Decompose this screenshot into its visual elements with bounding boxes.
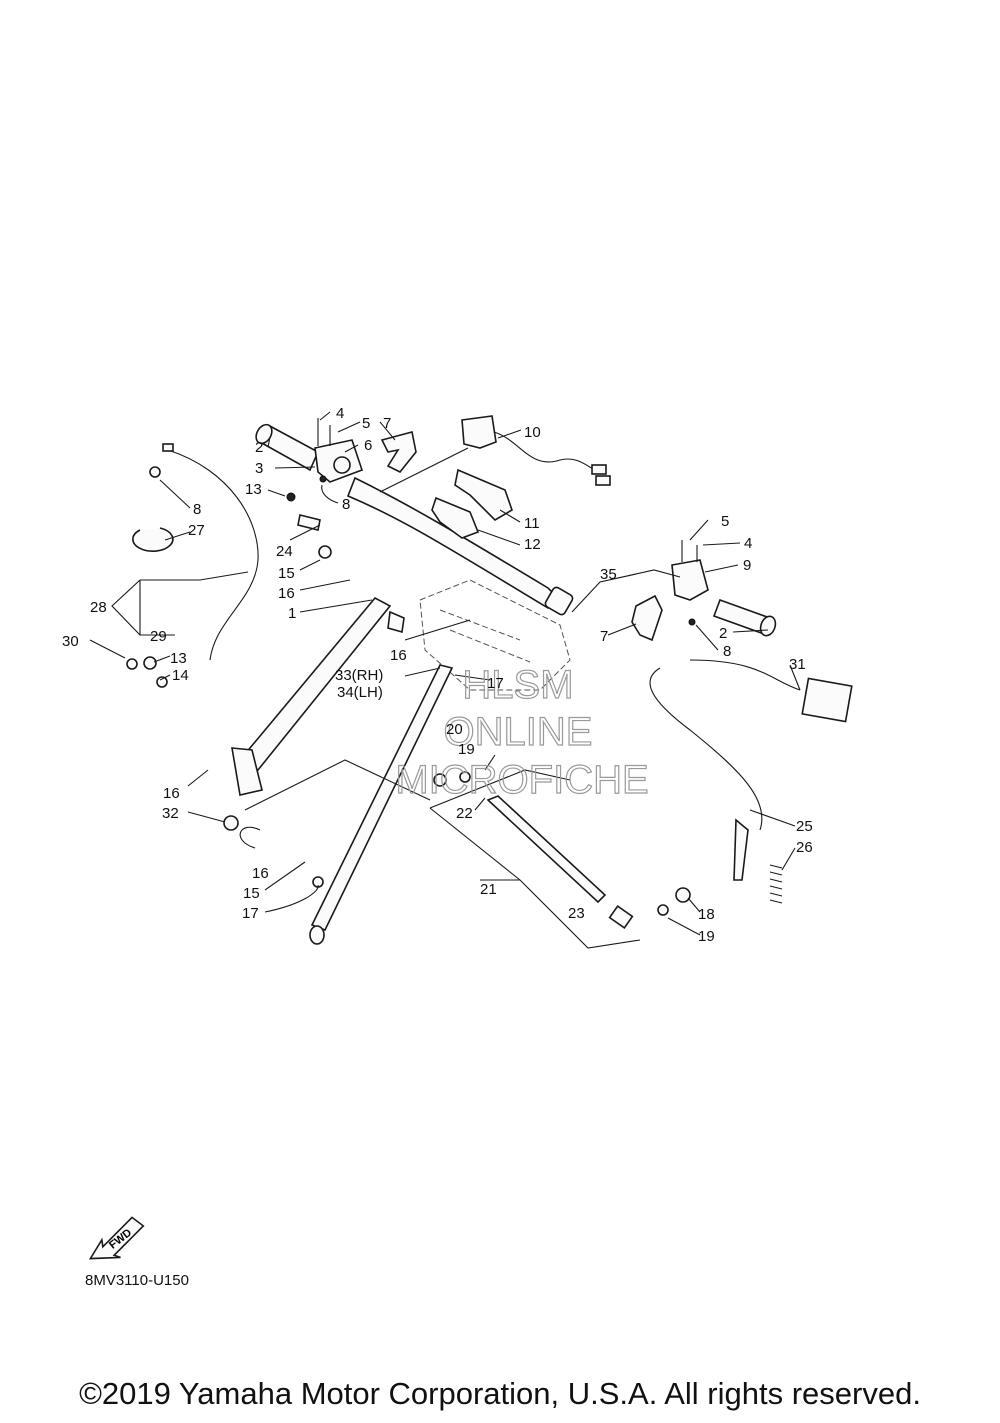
watermark-line-1: HLSM	[462, 663, 573, 707]
right-throttle-housing	[671, 540, 709, 601]
label-part-13: 13	[170, 650, 187, 667]
label-part-10: 10	[524, 424, 541, 441]
label-part-26: 26	[796, 839, 813, 856]
diagram-code: 8MV3110-U150	[85, 1272, 189, 1289]
label-part-5: 5	[362, 415, 370, 432]
label-part-9: 9	[743, 557, 751, 574]
label-part-5: 5	[721, 513, 729, 530]
label-part-31: 31	[789, 656, 806, 673]
label-part-24: 24	[276, 543, 293, 560]
hardware	[126, 475, 696, 916]
right-grip	[712, 598, 777, 637]
leader-lines	[89, 411, 801, 949]
label-part-18: 18	[698, 906, 715, 923]
sensor-cable	[649, 659, 853, 881]
watermark-line-3: MICROFICHE	[395, 758, 648, 802]
throttle-cable	[149, 443, 259, 661]
label-part-25: 25	[796, 818, 813, 835]
left-grip	[255, 423, 320, 472]
label-part-27: 27	[188, 522, 205, 539]
label-part-32: 32	[162, 805, 179, 822]
label-part-14: 14	[172, 667, 189, 684]
label-part-7: 7	[383, 415, 391, 432]
label-part-1: 1	[288, 605, 296, 622]
column-rod	[309, 664, 454, 945]
label-part-16: 16	[278, 585, 295, 602]
frame-outline	[419, 579, 571, 691]
part-labels: 4 5 7 6 2 3 8 13 8 27 24 15 16 28 1 29 3…	[62, 405, 813, 945]
label-part-28: 28	[90, 599, 107, 616]
label-part-29: 29	[150, 628, 167, 645]
left-throttle-housing	[314, 418, 364, 483]
label-part-15: 15	[243, 885, 260, 902]
grip-cover-11	[454, 468, 513, 522]
label-part-15: 15	[278, 565, 295, 582]
label-part-22: 22	[456, 805, 473, 822]
label-part-16: 16	[252, 865, 269, 882]
label-part-16: 16	[390, 647, 407, 664]
label-part-19: 19	[458, 741, 475, 758]
label-part-17: 17	[242, 905, 259, 922]
label-part-13: 13	[245, 481, 262, 498]
label-part-34: 34(LH)	[337, 684, 383, 701]
label-part-11: 11	[524, 515, 540, 532]
left-cover	[380, 431, 417, 474]
cable-clamp	[132, 527, 174, 552]
label-part-8: 8	[193, 501, 201, 518]
fwd-arrow-icon: FWD	[88, 1216, 145, 1260]
label-part-3: 3	[255, 460, 263, 477]
steering-column	[231, 596, 392, 796]
watermark: HLSM ONLINE MICROFICHE	[395, 662, 650, 802]
handlebar-switch	[461, 415, 611, 486]
right-cover	[631, 594, 663, 642]
label-part-7: 7	[600, 628, 608, 645]
label-part-12: 12	[524, 536, 541, 553]
spring	[769, 864, 783, 904]
label-part-16: 16	[163, 785, 180, 802]
label-part-23: 23	[568, 905, 585, 922]
label-part-2: 2	[719, 625, 727, 642]
label-part-8: 8	[723, 643, 731, 660]
grip-cover-12	[431, 496, 480, 539]
label-part-21: 21	[480, 881, 497, 898]
label-part-30: 30	[62, 633, 79, 650]
label-part-20: 20	[446, 721, 463, 738]
copyright-notice: ©2019 Yamaha Motor Corporation, U.S.A. A…	[79, 1376, 921, 1411]
label-part-8: 8	[342, 496, 350, 513]
label-part-33: 33(RH)	[335, 667, 383, 684]
label-part-4: 4	[336, 405, 344, 422]
label-part-4: 4	[744, 535, 752, 552]
label-part-2: 2	[255, 439, 263, 456]
label-part-19: 19	[698, 928, 715, 945]
handlebar	[346, 476, 574, 616]
label-part-35: 35	[600, 566, 617, 583]
tie-rod	[486, 795, 634, 930]
label-part-6: 6	[364, 437, 372, 454]
label-part-17: 17	[487, 675, 504, 692]
watermark-line-2: ONLINE	[444, 710, 593, 754]
